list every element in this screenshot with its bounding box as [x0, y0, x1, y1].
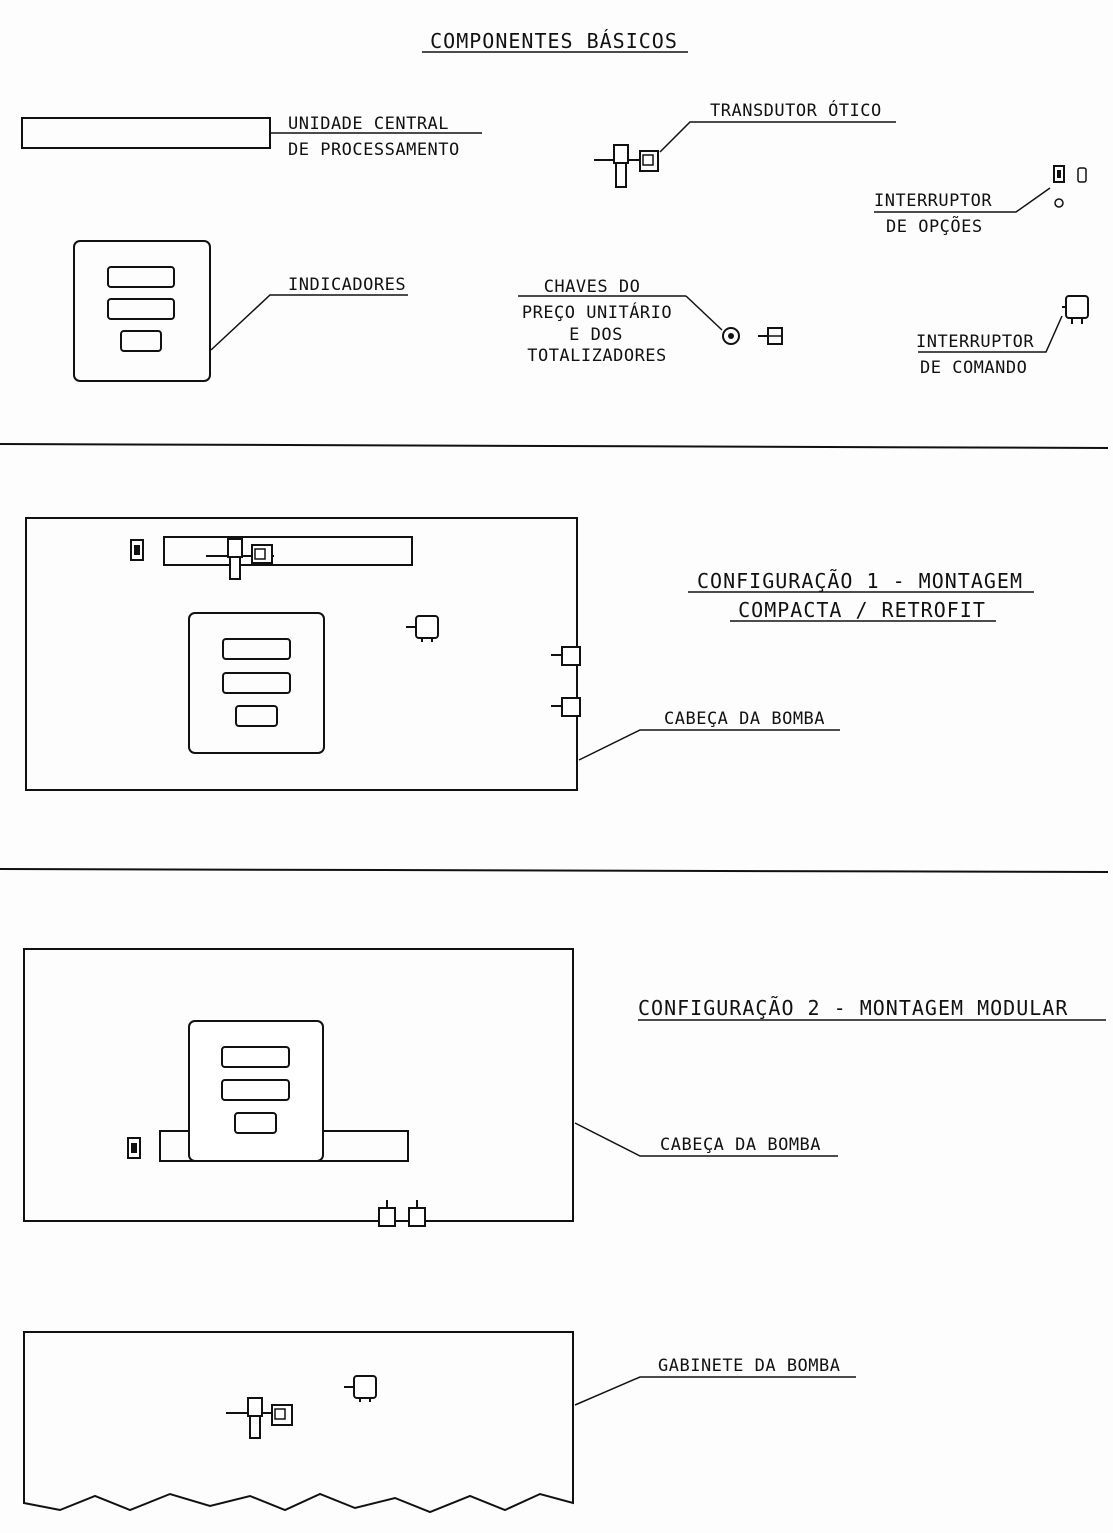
config1-indicators-icon [188, 612, 325, 754]
config2-title: CONFIGURAÇÃO 2 - MONTAGEM MODULAR [638, 996, 1068, 1020]
config1-cpu-unit-shape [163, 536, 413, 566]
config2-pump-head-frame [23, 948, 574, 1222]
config2-head-leader-line [574, 1122, 838, 1157]
config1-key-switch-icon-1 [551, 646, 581, 666]
config1-head-label: CABEÇA DA BOMBA [664, 709, 825, 729]
command-switch-label-line2: DE COMANDO [920, 358, 1027, 378]
section-divider-2 [0, 868, 1109, 873]
config1-command-switch-icon [406, 615, 439, 642]
cpu-label-line2: DE PROCESSAMENTO [288, 140, 460, 160]
config1-options-switch-knob [134, 545, 140, 555]
page-title: COMPONENTES BÁSICOS [430, 29, 678, 53]
optical-leader-line [659, 121, 896, 153]
keys-label-line1: CHAVES DO [544, 277, 641, 297]
indicators-icon [73, 240, 211, 382]
options-switch-label-line2: DE OPÇÕES [886, 215, 983, 237]
config2-indicators-icon [188, 1020, 324, 1162]
indicators-leader-line [210, 294, 408, 351]
cpu-label-line1: UNIDADE CENTRAL [288, 114, 449, 134]
cabinet-leader-line [574, 1376, 856, 1406]
cabinet-optical-transducer-icon [226, 1397, 293, 1439]
config2-key-switch-icon-1 [378, 1200, 396, 1227]
keys-label-line4: TOTALIZADORES [527, 346, 667, 366]
keys-leader-line [685, 295, 723, 331]
cabinet-command-switch-icon [344, 1375, 377, 1402]
config1-title-line2: COMPACTA / RETROFIT [738, 598, 986, 622]
cpu-unit-shape [21, 117, 271, 149]
config1-key-switch-icon-2 [551, 697, 581, 717]
config1-optical-transducer-icon [206, 538, 274, 580]
key-switch-icon [758, 327, 783, 345]
config2-cabinet-label: GABINETE DA BOMBA [658, 1356, 841, 1376]
config2-key-switch-icon-2 [408, 1200, 426, 1227]
options-switch-leader-line [874, 187, 1051, 213]
optical-transducer-icon [594, 144, 659, 188]
optical-label: TRANSDUTOR ÓTICO [710, 99, 882, 121]
command-switch-icon [1062, 295, 1089, 324]
indicators-label: INDICADORES [288, 275, 406, 295]
config2-pump-cabinet-frame [23, 1331, 574, 1514]
section-divider-1 [0, 443, 1109, 449]
config2-head-label: CABEÇA DA BOMBA [660, 1135, 821, 1155]
command-switch-label-line1: INTERRUPTOR [916, 332, 1034, 352]
options-switch-icon [1053, 165, 1087, 208]
config1-pump-head-frame [25, 517, 578, 791]
command-switch-leader-line [918, 315, 1063, 353]
config1-head-leader-line [578, 729, 840, 761]
config1-title-line1: CONFIGURAÇÃO 1 - MONTAGEM [697, 569, 1023, 593]
config2-options-switch-knob [131, 1143, 137, 1153]
options-switch-label-line1: INTERRUPTOR [874, 191, 992, 211]
key-lock-icon [722, 327, 740, 345]
keys-label-line3: E DOS [569, 325, 623, 345]
keys-label-line2: PREÇO UNITÁRIO [522, 301, 672, 323]
